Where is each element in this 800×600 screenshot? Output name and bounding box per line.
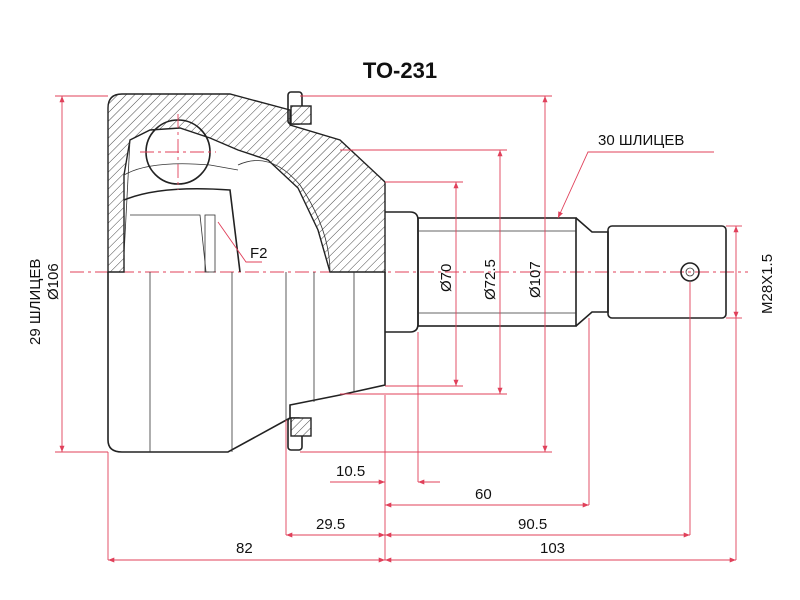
- diameter-72-5-label: Ø72.5: [482, 259, 499, 300]
- outer-diameter-left-label: Ø106: [45, 263, 62, 300]
- part-number-title: TO-231: [363, 58, 437, 83]
- cotter-pin-hole: [680, 262, 700, 282]
- f2-label: F2: [250, 245, 268, 262]
- inner-splines-label: 29 ШЛИЦЕВ: [27, 259, 44, 345]
- cv-joint-shaft: [385, 211, 727, 333]
- diameter-70-label: Ø70: [438, 264, 455, 292]
- boot-seal: [287, 91, 312, 451]
- diameter-107-label: Ø107: [527, 261, 544, 298]
- length-60-label: 60: [475, 486, 492, 503]
- length-29-5-label: 29.5: [316, 516, 345, 533]
- length-90-5-label: 90.5: [518, 516, 547, 533]
- length-103-label: 103: [540, 540, 565, 557]
- thread-label: M28X1.5: [759, 254, 776, 314]
- outer-splines-label: 30 ШЛИЦЕВ: [598, 132, 684, 149]
- cv-joint-housing: [107, 93, 386, 453]
- length-10-5-label: 10.5: [336, 463, 365, 480]
- length-82-label: 82: [236, 540, 253, 557]
